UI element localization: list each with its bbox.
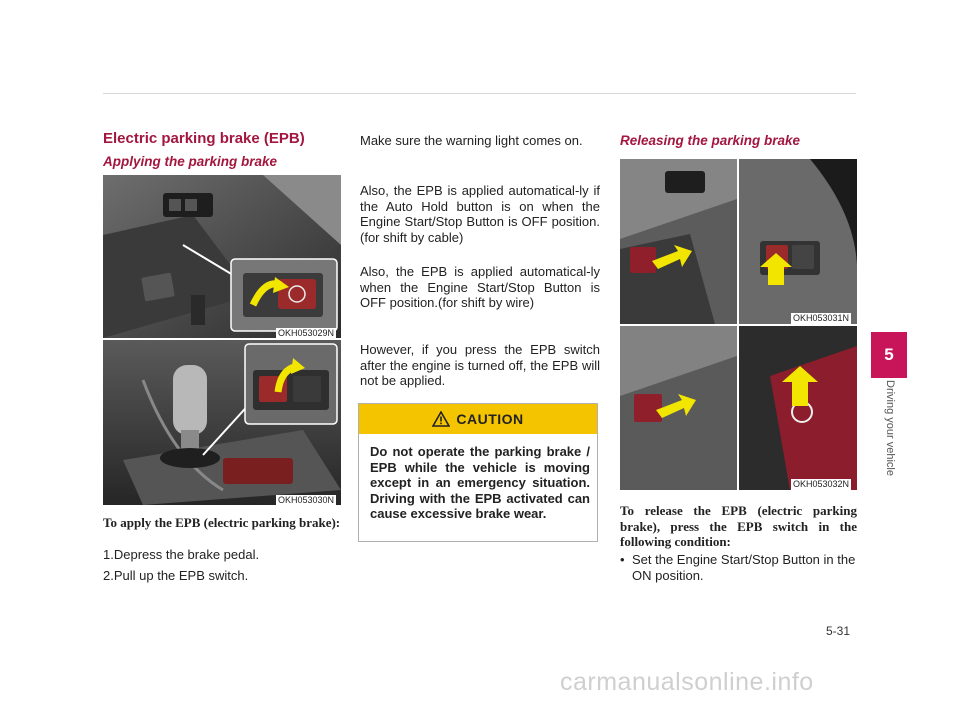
page-number: 5-31 — [826, 624, 851, 638]
chapter-number: 5 — [884, 345, 894, 364]
caution-box: CAUTION Do not operate the parking brake… — [358, 403, 598, 542]
warning-triangle-icon — [432, 411, 451, 427]
caution-header: CAUTION — [359, 404, 597, 434]
release-bullet: • Set the Engine Start/Stop Button in th… — [620, 552, 857, 583]
caution-text: Do not operate the parking brake / EPB w… — [370, 444, 590, 522]
apply-intro: To apply the EPB (electric parking brake… — [103, 515, 341, 530]
image-code-label: OKH053030N — [276, 495, 337, 506]
image-code-label: OKH053032N — [791, 479, 852, 490]
parking-pedal-photo — [103, 175, 341, 338]
releasing-subtitle: Releasing the parking brake — [620, 133, 801, 148]
parking-pedal-illustration — [103, 175, 341, 338]
paragraph-warning-light: Make sure the warning light comes on. — [360, 133, 583, 148]
release-illustration-2 — [620, 326, 857, 490]
release-bullet-text: Set the Engine Start/Stop Button in the … — [632, 552, 856, 583]
bullet-dot: • — [620, 552, 625, 567]
watermark: carmanualsonline.info — [560, 668, 814, 696]
gear-console-illustration — [103, 340, 341, 505]
image-code-label: OKH053031N — [791, 313, 852, 324]
chapter-title: Driving your vehicle — [880, 380, 898, 510]
caution-heading: CAUTION — [456, 411, 524, 427]
release-illustration-1 — [620, 159, 857, 324]
top-rule — [103, 93, 856, 94]
step-2: 2.Pull up the EPB switch. — [103, 568, 249, 583]
chapter-title-text: Driving your vehicle — [884, 380, 896, 476]
release-console-photo-2 — [620, 326, 857, 490]
applying-subtitle: Applying the parking brake — [103, 154, 278, 169]
release-console-photo-1 — [620, 159, 857, 324]
chapter-tab: 5 — [871, 332, 907, 378]
paragraph-engine-off: However, if you press the EPB switch aft… — [360, 342, 600, 389]
release-intro: To release the EPB (electric parking bra… — [620, 503, 857, 550]
paragraph-shift-by-wire: Also, the EPB is applied automatical-ly … — [360, 264, 600, 311]
paragraph-auto-hold: Also, the EPB is applied automatical-ly … — [360, 183, 600, 245]
gear-console-photo — [103, 340, 341, 505]
section-title: Electric parking brake (EPB) — [103, 130, 305, 147]
image-code-label: OKH053029N — [276, 328, 337, 339]
step-1: 1.Depress the brake pedal. — [103, 547, 260, 562]
